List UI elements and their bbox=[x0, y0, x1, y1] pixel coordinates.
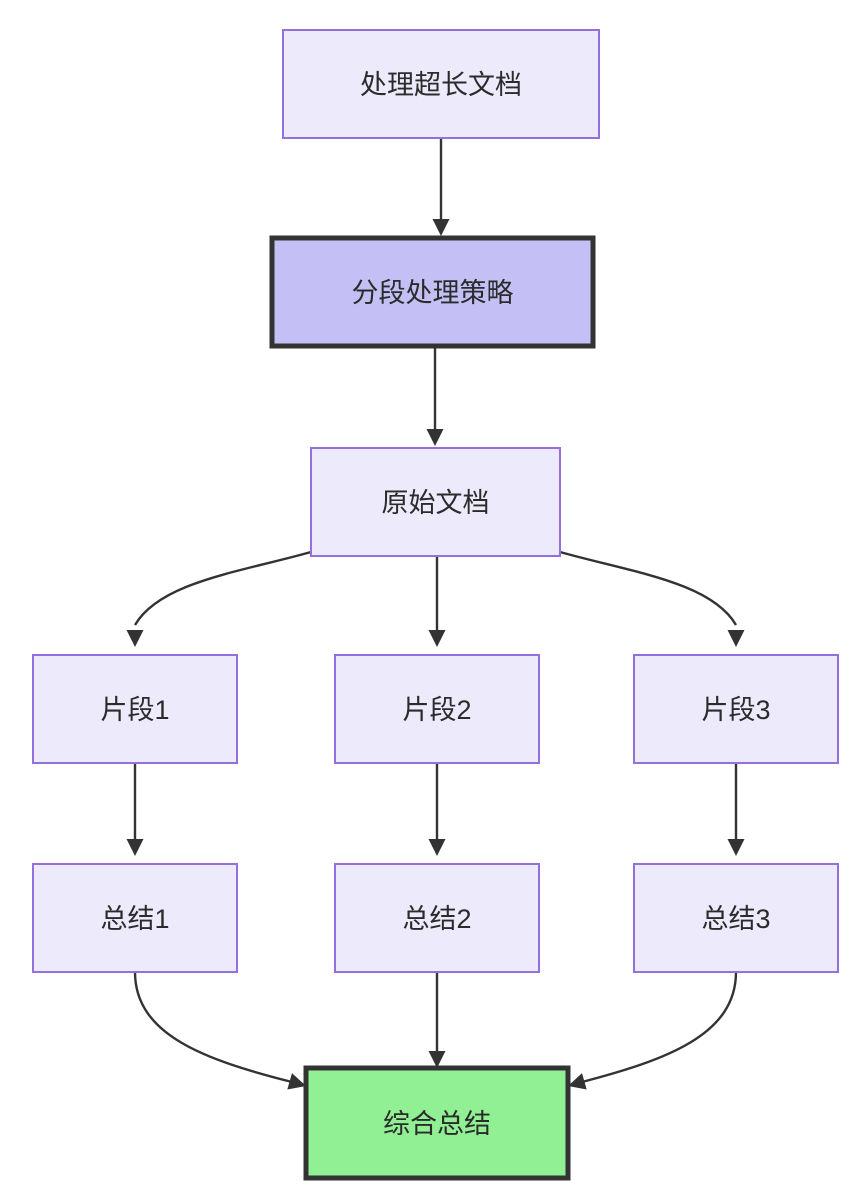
node-box[interactable] bbox=[282, 29, 600, 139]
arrow-head-icon bbox=[568, 1073, 587, 1090]
edge-line bbox=[133, 550, 312, 626]
node-n2[interactable]: 分段处理策略 bbox=[269, 235, 596, 349]
edge-n8-to-n10 bbox=[428, 972, 446, 1068]
edge-n6-to-n9 bbox=[727, 763, 745, 856]
node-n9[interactable]: 总结3 bbox=[633, 863, 839, 973]
arrow-head-icon bbox=[432, 219, 450, 236]
arrow-head-icon bbox=[287, 1073, 306, 1090]
node-box[interactable] bbox=[269, 235, 596, 349]
node-box[interactable] bbox=[32, 863, 238, 973]
node-n5[interactable]: 片段2 bbox=[334, 654, 540, 764]
node-box[interactable] bbox=[633, 654, 839, 764]
node-label: 总结1 bbox=[100, 904, 169, 934]
arrow-head-icon bbox=[428, 839, 446, 856]
node-label: 综合总结 bbox=[383, 1109, 491, 1139]
node-label: 片段3 bbox=[701, 695, 770, 725]
node-label: 总结3 bbox=[701, 904, 770, 934]
node-label: 片段1 bbox=[100, 695, 169, 725]
edge-n4-to-n7 bbox=[126, 763, 144, 856]
node-n1[interactable]: 处理超长文档 bbox=[282, 29, 600, 139]
node-label: 总结2 bbox=[402, 904, 471, 934]
edge-line bbox=[559, 550, 738, 626]
node-box[interactable] bbox=[310, 447, 561, 557]
arrow-head-icon bbox=[126, 839, 144, 856]
node-label: 原始文档 bbox=[382, 488, 490, 518]
edge-n7-to-n10 bbox=[133, 971, 306, 1090]
arrow-head-icon bbox=[727, 839, 745, 856]
edge-n9-to-n10 bbox=[568, 971, 738, 1090]
node-label: 分段处理策略 bbox=[352, 278, 514, 308]
node-box[interactable] bbox=[32, 654, 238, 764]
edge-line bbox=[581, 971, 738, 1084]
node-box[interactable] bbox=[303, 1065, 571, 1181]
arrow-head-icon bbox=[428, 630, 446, 647]
node-n4[interactable]: 片段1 bbox=[32, 654, 238, 764]
edge-n1-to-n2 bbox=[432, 138, 450, 236]
edge-n3-to-n5 bbox=[428, 556, 446, 647]
arrow-head-icon bbox=[126, 630, 144, 647]
node-n3[interactable]: 原始文档 bbox=[310, 447, 561, 557]
node-label: 处理超长文档 bbox=[360, 70, 522, 100]
node-n7[interactable]: 总结1 bbox=[32, 863, 238, 973]
node-n10[interactable]: 综合总结 bbox=[303, 1065, 571, 1181]
node-box[interactable] bbox=[334, 863, 540, 973]
arrow-head-icon bbox=[426, 429, 444, 446]
arrow-head-icon bbox=[727, 630, 745, 647]
node-n8[interactable]: 总结2 bbox=[334, 863, 540, 973]
edge-line bbox=[133, 971, 293, 1084]
edge-n3-to-n4 bbox=[126, 550, 312, 647]
node-box[interactable] bbox=[334, 654, 540, 764]
edge-n5-to-n8 bbox=[428, 763, 446, 856]
arrow-head-icon bbox=[428, 1051, 446, 1068]
edge-n3-to-n6 bbox=[559, 550, 745, 647]
node-n6[interactable]: 片段3 bbox=[633, 654, 839, 764]
edges-layer bbox=[126, 138, 745, 1090]
node-box[interactable] bbox=[633, 863, 839, 973]
node-label: 片段2 bbox=[402, 695, 471, 725]
edge-n2-to-n3 bbox=[426, 348, 444, 446]
